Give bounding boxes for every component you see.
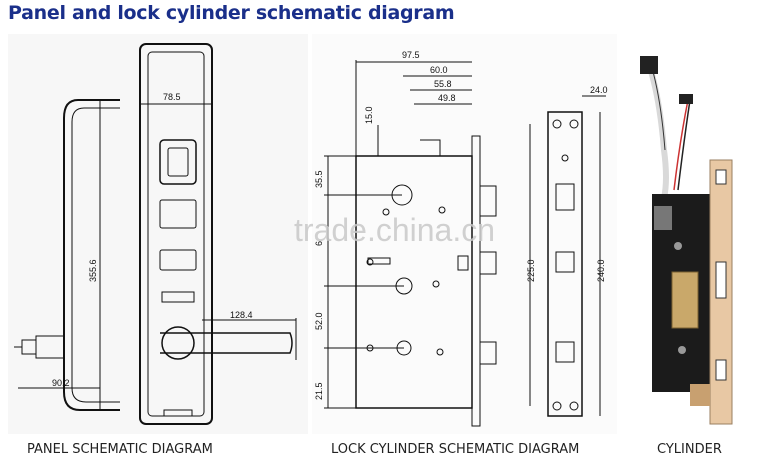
dim-240: 240.0	[596, 259, 606, 282]
lock-schematic-frame	[312, 34, 617, 434]
dim-handle: 128.4	[230, 310, 253, 320]
dim-depth: 90.2	[52, 378, 70, 388]
cylinder-caption: CYLINDER	[657, 442, 722, 457]
dim-60: 60.0	[430, 65, 448, 75]
dim-15: 15.0	[364, 106, 374, 124]
dim-total: 97.5	[402, 50, 420, 60]
watermark: trade.china.cn	[294, 212, 496, 248]
dim-21-5: 21.5	[314, 382, 324, 400]
diagram-title: Panel and lock cylinder schematic diagra…	[8, 2, 455, 24]
dim-49-8: 49.8	[438, 93, 456, 103]
lock-caption: LOCK CYLINDER SCHEMATIC DIAGRAM	[331, 442, 580, 457]
dim-52: 52.0	[314, 312, 324, 330]
dim-height: 355.6	[88, 259, 98, 282]
panel-schematic-frame	[8, 34, 308, 434]
lock-drawing	[324, 60, 606, 427]
dim-width: 78.5	[163, 92, 181, 102]
panel-caption: PANEL SCHEMATIC DIAGRAM	[27, 442, 213, 457]
dim-35-5: 35.5	[314, 170, 324, 188]
dim-55-8: 55.8	[434, 79, 452, 89]
cylinder-illustration	[640, 56, 733, 425]
dim-225: 225.0	[526, 259, 536, 282]
dim-24: 24.0	[590, 85, 608, 95]
dim-6: 6	[314, 241, 324, 246]
panel-drawing	[14, 43, 297, 425]
